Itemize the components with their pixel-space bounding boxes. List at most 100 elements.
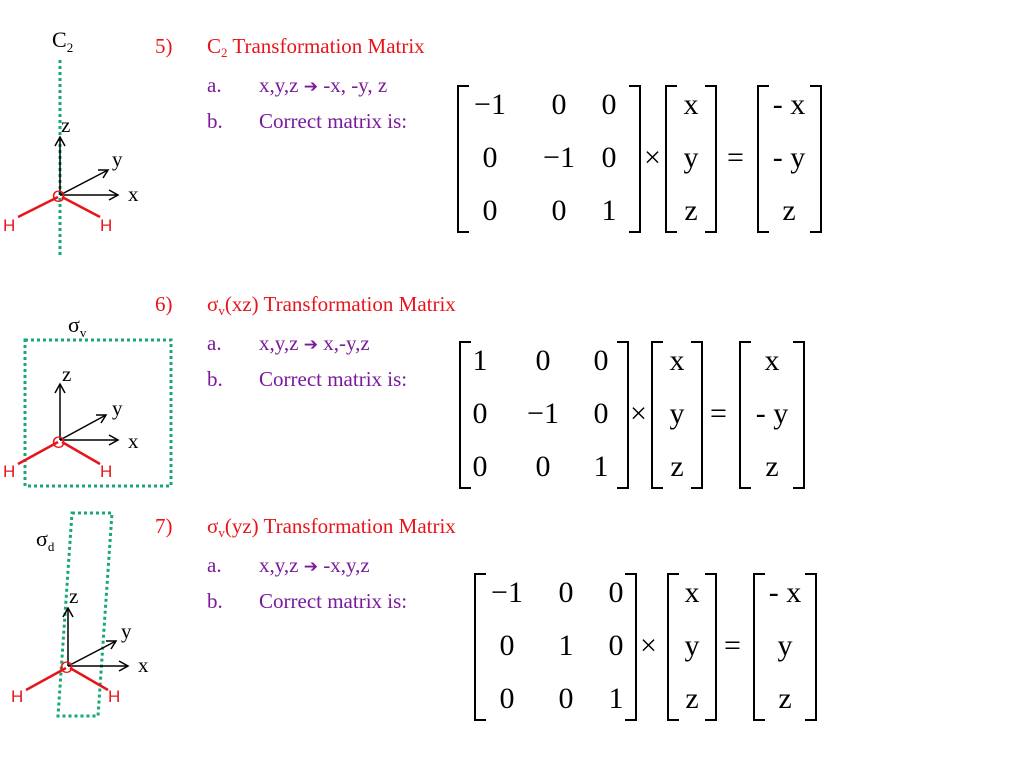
- oxygen-atom-label: O: [52, 187, 66, 206]
- sigma-v-plane-diagram: σv z y x O H H: [0, 312, 200, 492]
- times-operator: ×: [644, 141, 661, 174]
- matrix-cell: 0: [535, 450, 551, 483]
- mapping-line: a.x,y,z ➔ -x,y,z: [207, 553, 370, 577]
- c2-axis-label: C2: [52, 27, 74, 55]
- result-cell: - x: [768, 576, 802, 609]
- correct-matrix-line: b.Correct matrix is:: [207, 589, 408, 613]
- c2-axis-diagram: C2 z y x O H H: [0, 25, 200, 260]
- sigma-d-label: σd: [36, 526, 55, 554]
- equals-operator: =: [710, 397, 727, 430]
- correct-matrix-line: b.Correct matrix is:: [207, 109, 408, 133]
- matrix-cell: 0: [482, 141, 498, 174]
- mapping-line: a.x,y,z ➔ x,-y,z: [207, 331, 370, 355]
- matrix-cell: 0: [472, 450, 488, 483]
- hydrogen-right-label: H: [108, 687, 121, 706]
- matrix-cell: 0: [593, 344, 609, 377]
- matrix-brackets: [457, 85, 822, 233]
- hydrogen-left-label: H: [3, 216, 16, 235]
- vector-cell: z: [685, 682, 699, 715]
- right-arrow-icon: ➔: [303, 77, 318, 97]
- right-arrow-icon: ➔: [303, 557, 318, 577]
- result-cell: x: [764, 344, 780, 377]
- equals-operator: =: [724, 629, 741, 662]
- section-heading: 5)C2 Transformation Matrix: [155, 34, 425, 60]
- result-cell: z: [782, 194, 796, 227]
- matrix-cell: 0: [482, 194, 498, 227]
- correct-matrix-line: b.Correct matrix is:: [207, 367, 408, 391]
- vector-cell: z: [684, 194, 698, 227]
- matrix-equation-sigma-v-xz: 1 0 0 0 −1 0 0 0 1 × x y z = x - y z: [455, 340, 815, 490]
- result-cell: - x: [772, 88, 806, 121]
- oxygen-atom-label: O: [60, 658, 74, 677]
- matrix-cell: 0: [601, 141, 617, 174]
- section-number: 5): [155, 34, 173, 58]
- matrix-brackets: [459, 341, 805, 489]
- sigma-d-drawing: [25, 511, 130, 718]
- vector-cell: x: [683, 88, 699, 121]
- section-number: 7): [155, 514, 173, 538]
- matrix-cell: 0: [558, 576, 574, 609]
- result-cell: - y: [772, 141, 806, 174]
- x-axis-label: x: [128, 182, 139, 206]
- matrix-cell: −1: [474, 88, 506, 121]
- vector-cell: y: [669, 397, 685, 430]
- matrix-cell: 0: [472, 397, 488, 430]
- matrix-equation-c2: −1 0 0 0 −1 0 0 0 1 × x y z = - x - y z: [455, 84, 825, 234]
- vector-cell: z: [670, 450, 684, 483]
- result-cell: z: [765, 450, 779, 483]
- result-cell: y: [777, 629, 793, 662]
- right-arrow-icon: ➔: [303, 335, 318, 355]
- matrix-cell: 1: [558, 629, 574, 662]
- y-axis-label: y: [121, 619, 132, 643]
- matrix-cell: 0: [551, 194, 567, 227]
- section-number: 6): [155, 292, 173, 316]
- matrix-cell: 0: [499, 629, 515, 662]
- result-cell: - y: [755, 397, 789, 430]
- matrix-cell: 1: [601, 194, 617, 227]
- x-axis-label: x: [138, 653, 149, 677]
- oxygen-atom-label: O: [52, 433, 66, 452]
- x-axis-label: x: [128, 429, 139, 453]
- y-axis-label: y: [112, 396, 123, 420]
- sigma-v-drawing: [17, 338, 173, 488]
- equals-operator: =: [727, 141, 744, 174]
- section-heading: 7)σv(yz) Transformation Matrix: [155, 514, 456, 540]
- sigma-v-label: σv: [68, 312, 87, 340]
- z-axis-label: z: [69, 584, 79, 608]
- vector-cell: x: [669, 344, 685, 377]
- section-c2-transformation: 5)C2 Transformation Matrix a.x,y,z ➔ -x,…: [155, 34, 555, 154]
- mapping-line: a.x,y,z ➔ -x, -y, z: [207, 73, 388, 97]
- times-operator: ×: [640, 629, 657, 662]
- sigma-d-plane-diagram: σd z y x O H H: [0, 508, 200, 723]
- matrix-cell: 0: [593, 397, 609, 430]
- matrix-cell: 1: [608, 682, 624, 715]
- result-cell: z: [778, 682, 792, 715]
- matrix-cell: 0: [551, 88, 567, 121]
- matrix-cell: −1: [543, 141, 575, 174]
- matrix-cell: −1: [491, 576, 523, 609]
- hydrogen-left-label: H: [11, 687, 24, 706]
- section-sigma-v-yz-transformation: 7)σv(yz) Transformation Matrix a.x,y,z ➔…: [155, 514, 555, 634]
- times-operator: ×: [630, 397, 647, 430]
- vector-cell: x: [684, 576, 700, 609]
- z-axis-label: z: [62, 362, 72, 386]
- hydrogen-left-label: H: [3, 462, 16, 481]
- matrix-brackets: [474, 573, 817, 721]
- y-axis-label: y: [112, 147, 123, 171]
- matrix-cell: −1: [527, 397, 559, 430]
- matrix-cell: 0: [601, 88, 617, 121]
- section-heading: 6)σv(xz) Transformation Matrix: [155, 292, 456, 318]
- matrix-cell: 0: [608, 576, 624, 609]
- matrix-cell: 0: [535, 344, 551, 377]
- section-sigma-v-xz-transformation: 6)σv(xz) Transformation Matrix a.x,y,z ➔…: [155, 292, 555, 412]
- matrix-cell: 0: [558, 682, 574, 715]
- vector-cell: y: [683, 141, 699, 174]
- matrix-equation-sigma-v-yz: −1 0 0 0 1 0 0 0 1 × x y z = - x y z: [472, 572, 822, 722]
- hydrogen-right-label: H: [100, 462, 113, 481]
- matrix-cell: 0: [608, 629, 624, 662]
- matrix-cell: 1: [472, 344, 488, 377]
- c2-axis-drawing: [17, 60, 120, 255]
- hydrogen-right-label: H: [100, 216, 113, 235]
- vector-cell: y: [684, 629, 700, 662]
- matrix-cell: 1: [593, 450, 609, 483]
